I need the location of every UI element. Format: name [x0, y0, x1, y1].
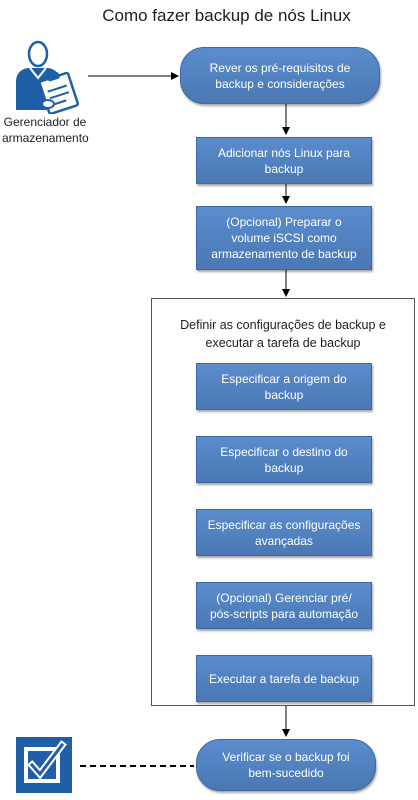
- step-scripts-label: (Opcional) Gerenciar pré/ pós-scripts pa…: [209, 590, 359, 621]
- diagram-title: Como fazer backup de nós Linux: [102, 6, 351, 25]
- group-title: Definir as configurações de backup e exe…: [180, 318, 386, 350]
- step-run-backup-job[interactable]: Executar a tarefa de backup: [196, 655, 372, 702]
- step-verify-backup[interactable]: Verificar se o backup foi bem-sucedido: [196, 739, 376, 791]
- step-review-prerequisites[interactable]: Rever os pré-requisitos de backup e cons…: [180, 47, 380, 104]
- step-run-label: Executar a tarefa de backup: [208, 671, 360, 686]
- step-review-label: Rever os pré-requisitos de backup e cons…: [209, 60, 351, 91]
- step-advanced-label: Especificar as configurações avançadas: [207, 517, 361, 548]
- backup-settings-group: [151, 298, 415, 706]
- step-prepare-iscsi-label: (Opcional) Preparar o volume iSCSI como …: [211, 215, 357, 261]
- storage-manager-person-icon: [8, 38, 84, 115]
- step-specify-advanced[interactable]: Especificar as configurações avançadas: [196, 509, 372, 556]
- step-verify-label: Verificar se o backup foi bem-sucedido: [222, 750, 350, 780]
- step-destination-label: Especificar o destino do backup: [220, 444, 348, 475]
- step-prepare-iscsi[interactable]: (Opcional) Preparar o volume iSCSI como …: [196, 206, 372, 270]
- actor-label: Gerenciador de armazenamento: [2, 115, 89, 145]
- step-manage-scripts[interactable]: (Opcional) Gerenciar pré/ pós-scripts pa…: [196, 582, 372, 629]
- step-add-linux-nodes[interactable]: Adicionar nós Linux para backup: [196, 137, 372, 184]
- checkbox-checked-icon: [14, 735, 74, 795]
- step-specify-source[interactable]: Especificar a origem do backup: [196, 363, 372, 410]
- step-add-nodes-label: Adicionar nós Linux para backup: [217, 145, 351, 176]
- step-specify-destination[interactable]: Especificar o destino do backup: [196, 436, 372, 483]
- step-source-label: Especificar a origem do backup: [221, 371, 347, 402]
